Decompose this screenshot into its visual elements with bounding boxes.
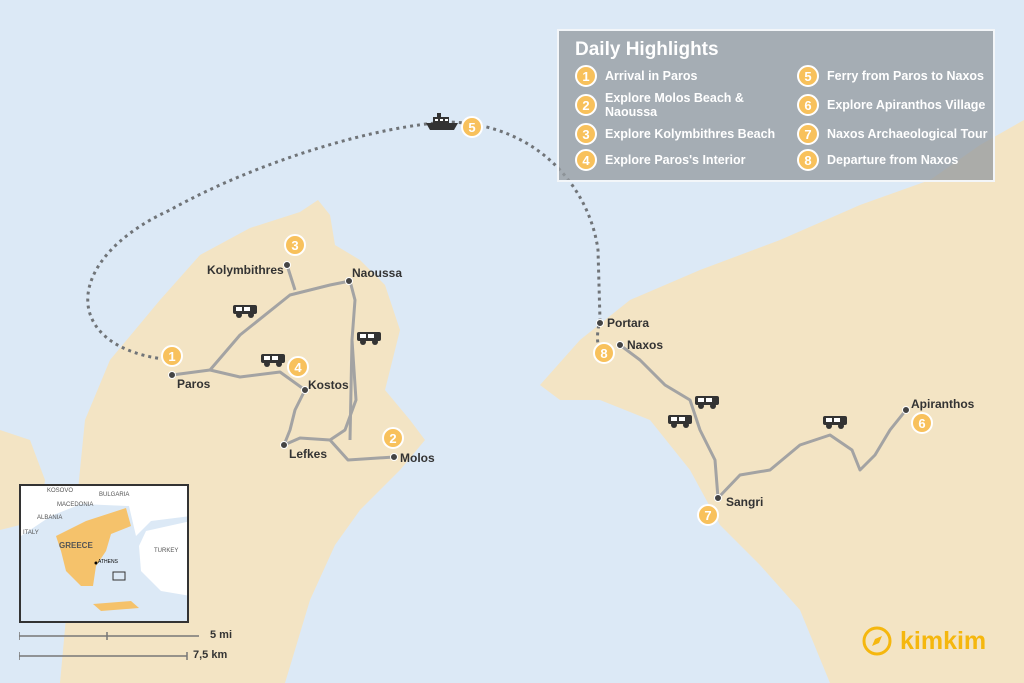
- legend-item: 3 Explore Kolymbithres Beach: [575, 123, 797, 145]
- inset-label-turkey: TURKEY: [154, 548, 179, 554]
- town-dot: [301, 386, 309, 394]
- kimkim-logo: kimkim: [862, 626, 986, 656]
- day-marker-6[interactable]: 6: [911, 412, 933, 434]
- day-marker-8[interactable]: 8: [593, 342, 615, 364]
- town-naxos: Naxos: [627, 338, 664, 352]
- legend-label: Departure from Naxos: [827, 153, 959, 167]
- inset-label-kosovo: KOSOVO: [47, 488, 74, 494]
- town-paros: Paros: [177, 377, 211, 391]
- town-kolymbithres: Kolymbithres: [207, 263, 284, 277]
- legend-label: Explore Kolymbithres Beach: [605, 127, 776, 141]
- town-dot: [596, 319, 604, 327]
- inset-label-macedonia: MACEDONIA: [57, 502, 94, 508]
- legend-marker: 2: [575, 94, 597, 116]
- town-portara: Portara: [607, 316, 650, 330]
- legend-label: Arrival in Paros: [605, 69, 698, 83]
- compass-icon: [862, 626, 892, 656]
- jeep-icon: [261, 354, 285, 367]
- day-marker-5[interactable]: 5: [461, 116, 483, 138]
- legend-marker: 4: [575, 149, 597, 171]
- inset-label-italy: ITALY: [23, 530, 39, 536]
- naxos-island: [540, 120, 1024, 683]
- town-molos: Molos: [400, 451, 435, 465]
- inset-label-albania: ALBANIA: [37, 515, 63, 521]
- legend-label: Explore Apiranthos Village: [827, 98, 986, 112]
- day-marker-4[interactable]: 4: [287, 356, 309, 378]
- inset-label-bulgaria: BULGARIA: [99, 492, 130, 498]
- legend-item: 8 Departure from Naxos: [797, 149, 997, 171]
- scale-miles: 5 mi: [210, 629, 233, 641]
- brand-name: kimkim: [900, 626, 987, 655]
- town-dot: [616, 341, 624, 349]
- legend-label: Explore Molos Beach & Naoussa: [605, 91, 744, 119]
- legend-item: 6 Explore Apiranthos Village: [797, 91, 997, 119]
- legend-item: 4 Explore Paros's Interior: [575, 149, 797, 171]
- town-dot: [714, 494, 722, 502]
- legend-marker: 8: [797, 149, 819, 171]
- legend-marker: 6: [797, 94, 819, 116]
- scale-km: 7,5 km: [193, 649, 228, 661]
- day-marker-1[interactable]: 1: [161, 345, 183, 367]
- legend-marker: 7: [797, 123, 819, 145]
- town-dot: [168, 371, 176, 379]
- legend-item: 2 Explore Molos Beach & Naoussa: [575, 91, 797, 119]
- town-kostos: Kostos: [308, 378, 349, 392]
- town-dot: [280, 441, 288, 449]
- legend-item: 7 Naxos Archaeological Tour: [797, 123, 997, 145]
- jeep-icon: [668, 415, 692, 428]
- jeep-icon: [695, 396, 719, 409]
- jeep-icon: [823, 416, 847, 429]
- legend-marker: 1: [575, 65, 597, 87]
- scale-bar: 5 mi 7,5 km: [18, 629, 232, 667]
- town-dot: [902, 406, 910, 414]
- greece-inset-map: KOSOVO BULGARIA MACEDONIA ALBANIA ITALY …: [19, 484, 189, 623]
- legend-label: Naxos Archaeological Tour: [827, 127, 988, 141]
- town-dot: [390, 453, 398, 461]
- town-dot: [283, 261, 291, 269]
- ferry-route: [86, 120, 605, 362]
- legend-title: Daily Highlights: [575, 39, 719, 60]
- town-naoussa: Naoussa: [352, 266, 403, 280]
- day-marker-2[interactable]: 2: [382, 427, 404, 449]
- jeep-icon: [233, 305, 257, 318]
- town-lefkes: Lefkes: [289, 447, 328, 461]
- ferry-icon: [426, 113, 458, 130]
- day-marker-7[interactable]: 7: [697, 504, 719, 526]
- legend-marker: 5: [797, 65, 819, 87]
- legend-item: 1 Arrival in Paros: [575, 65, 797, 87]
- scale-lines: [18, 632, 199, 660]
- daily-highlights-legend: Daily Highlights 1 Arrival in Paros 5 Ferr…: [557, 29, 995, 182]
- legend-label: Ferry from Paros to Naxos: [827, 69, 984, 83]
- inset-land: [21, 486, 187, 611]
- inset-label-athens: ATHENS: [98, 559, 118, 565]
- day-marker-3[interactable]: 3: [284, 234, 306, 256]
- inset-label-greece: GREECE: [59, 541, 93, 550]
- jeep-icon: [357, 332, 381, 345]
- legend-label: Explore Paros's Interior: [605, 153, 746, 167]
- town-dot: [345, 277, 353, 285]
- legend-item: 5 Ferry from Paros to Naxos: [797, 65, 997, 87]
- town-apiranthos: Apiranthos: [911, 397, 975, 411]
- town-sangri: Sangri: [726, 495, 764, 509]
- legend-marker: 3: [575, 123, 597, 145]
